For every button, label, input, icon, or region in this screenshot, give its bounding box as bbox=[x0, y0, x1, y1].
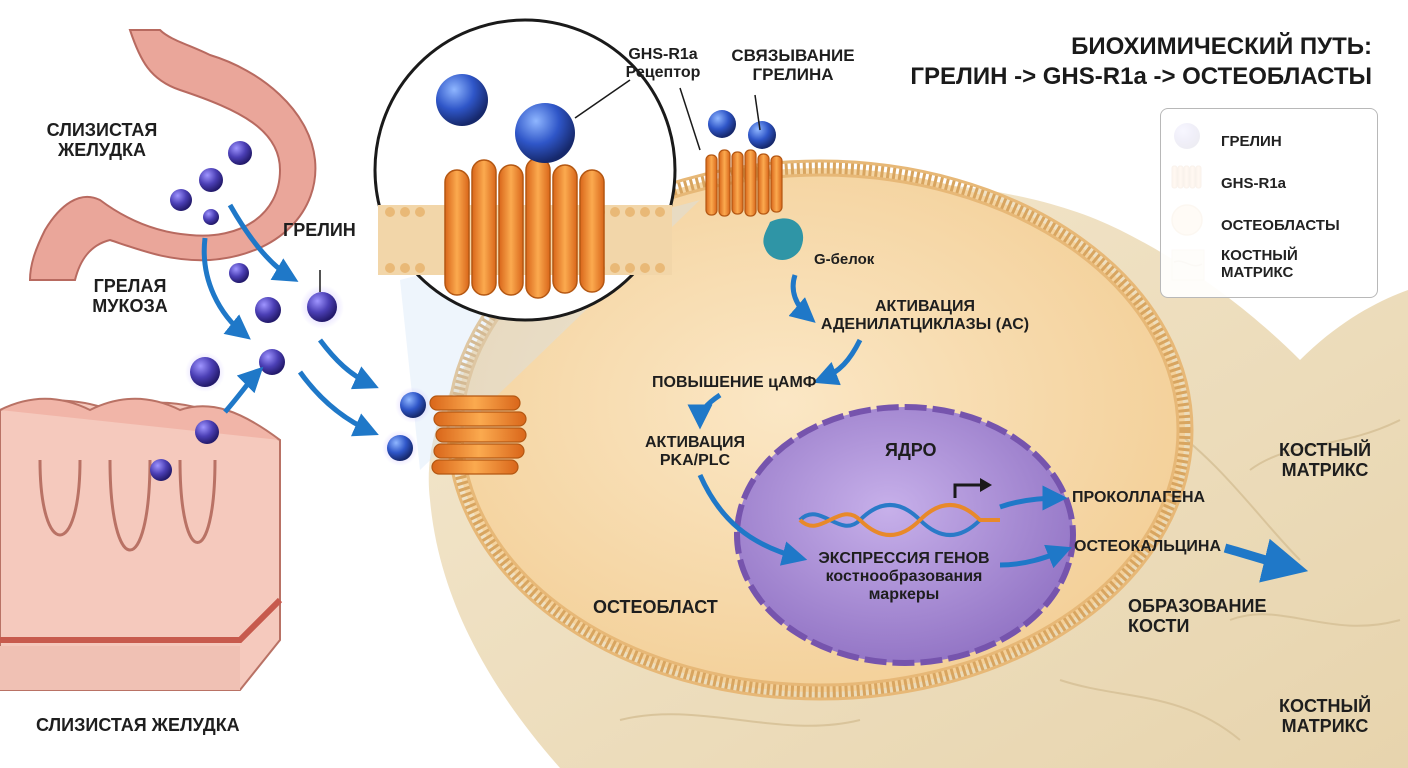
legend-item-receptor: GHS-R1a bbox=[1173, 167, 1286, 201]
legend-item-bone-matrix: КОСТНЫЙ МАТРИКС bbox=[1173, 247, 1298, 282]
receptor-left bbox=[382, 387, 527, 475]
label-binding: СВЯЗЫВАНИЕ ГРЕЛИНА bbox=[731, 46, 855, 85]
legend-item-osteoblast: ОСТЕОБЛАСТЫ bbox=[1173, 209, 1340, 243]
label-camp: ПОВЫШЕНИЕ цАМФ bbox=[652, 374, 817, 391]
legend-label: КОСТНЫЙ МАТРИКС bbox=[1221, 247, 1298, 282]
label-nucleus: ЯДРО bbox=[885, 440, 937, 460]
legend-label: ОСТЕОБЛАСТЫ bbox=[1221, 217, 1340, 235]
title-line-1: БИОХИМИЧЕСКИЙ ПУТЬ: bbox=[1071, 33, 1372, 60]
label-grelin-mucosa: ГРЕЛАЯ МУКОЗА bbox=[92, 276, 168, 317]
nucleus bbox=[734, 404, 1076, 666]
legend: ГРЕЛИН GHS-R1a ОСТЕОБЛАСТЫ КОСТНЫЙ МАТРИ… bbox=[1160, 108, 1378, 298]
dna-helix bbox=[798, 478, 1000, 537]
label-receptor: GHS-R1a Рецептор bbox=[625, 46, 701, 81]
legend-item-ghrelin: ГРЕЛИН bbox=[1173, 125, 1282, 159]
label-gene-expression: ЭКСПРЕССИЯ ГЕНОВ костнообразования марке… bbox=[818, 550, 990, 603]
gastric-mucosa-block bbox=[0, 397, 283, 691]
label-stomach-mucosa-top: СЛИЗИСТАЯ ЖЕЛУДКА bbox=[46, 120, 158, 161]
legend-label: ГРЕЛИН bbox=[1221, 133, 1282, 151]
legend-label: GHS-R1a bbox=[1221, 175, 1287, 193]
label-osteocalcin: ОСТЕОКАЛЬЦИНА bbox=[1074, 538, 1222, 555]
ghrelin-molecules bbox=[150, 141, 344, 481]
pathway-arrows bbox=[201, 203, 1309, 583]
label-g-protein: G-белок bbox=[814, 251, 875, 268]
label-procollagen: ПРОКОЛЛАГЕНА bbox=[1072, 489, 1206, 506]
label-bone-formation: ОБРАЗОВАНИЕ КОСТИ bbox=[1128, 596, 1267, 637]
label-osteoblast: ОСТЕОБЛАСТ bbox=[593, 597, 718, 617]
label-bone-matrix-2: КОСТНЫЙ МАТРИКС bbox=[1278, 696, 1372, 737]
receptor-top bbox=[705, 110, 804, 260]
label-bone-matrix-1: КОСТНЫЙ МАТРИКС bbox=[1278, 440, 1372, 481]
diagram-title: БИОХИМИЧЕСКИЙ ПУТЬ: ГРЕЛИН -> GHS-R1a ->… bbox=[910, 32, 1372, 92]
title-line-2: ГРЕЛИН -> GHS-R1a -> ОСТЕОБЛАСТЫ bbox=[910, 63, 1372, 90]
label-ac-activation: АКТИВАЦИЯ АДЕНИЛАТЦИКЛАЗЫ (АС) bbox=[820, 298, 1030, 333]
label-ghrelin: ГРЕЛИН bbox=[283, 220, 356, 240]
leader-lines bbox=[319, 79, 761, 292]
label-pka: АКТИВАЦИЯ PKA/PLC bbox=[645, 434, 745, 469]
label-stomach-mucosa-bottom: СЛИЗИСТАЯ ЖЕЛУДКА bbox=[36, 715, 240, 735]
stomach bbox=[28, 29, 317, 281]
